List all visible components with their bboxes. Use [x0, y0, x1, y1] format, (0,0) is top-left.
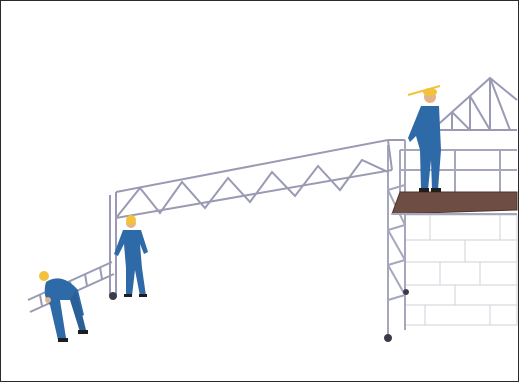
worker-standing	[114, 215, 148, 297]
roof-truss	[432, 78, 517, 130]
scaffold-deck	[392, 192, 517, 214]
truss-beam	[116, 140, 405, 218]
caster-wheel-icon	[403, 289, 409, 295]
worker-bending	[39, 271, 88, 342]
building-wall	[405, 215, 517, 325]
support-post	[110, 195, 116, 295]
post-base-icon	[109, 292, 117, 300]
caster-wheel-icon	[384, 334, 392, 342]
scaffold-tower	[388, 140, 517, 335]
worker-on-scaffold	[408, 86, 441, 192]
